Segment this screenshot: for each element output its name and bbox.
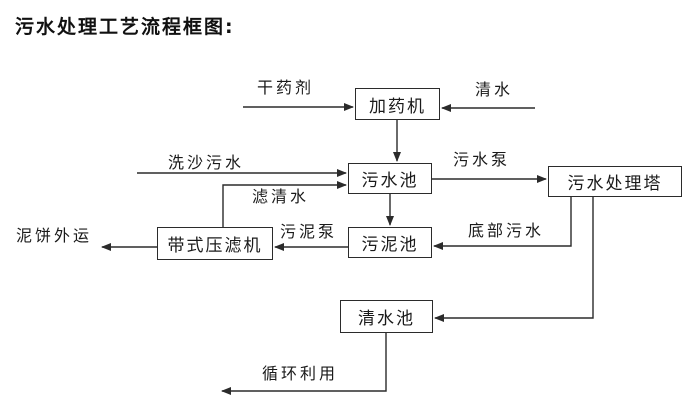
edge-label-sewage-pump: 污水泵 [453,150,511,169]
arrow-filtered-water-to-sewage-pool [222,181,347,227]
edge-label-mud-cake-out: 泥饼外运 [16,226,93,245]
node-sewage-pool: 污水池 [348,163,432,194]
node-clear-water-pool: 清水池 [340,300,433,333]
node-dosing-machine: 加药机 [355,88,440,120]
edge-label-sand-washing-sewage: 洗沙污水 [168,153,245,172]
node-dosing-machine-label: 加药机 [369,96,426,117]
node-belt-filter-press: 带式压滤机 [157,227,273,260]
edge-label-bottom-sewage: 底部污水 [468,221,545,240]
node-clear-water-pool-label: 清水池 [358,309,415,329]
edge-label-sludge-pump: 污泥泵 [280,222,338,241]
arrow-tower-to-clear-water-pool [434,197,594,322]
arrow-bottom-sewage-to-sludge-pool [433,197,572,250]
edge-label-clear-water: 清水 [475,80,514,99]
node-treatment-tower: 污水处理塔 [548,166,682,197]
node-treatment-tower-label: 污水处理塔 [567,174,663,194]
node-sludge-pool: 污泥池 [348,227,432,258]
edge-label-recycle-use: 循环利用 [262,364,339,383]
node-belt-filter-press-label: 带式压滤机 [167,236,263,256]
node-sludge-pool-label: 污泥池 [361,235,419,255]
page-title: 污水处理工艺流程框图: [15,16,235,38]
node-sewage-pool-label: 污水池 [361,171,419,191]
edge-label-filtered-water: 滤清水 [252,187,310,206]
edge-label-dry-agent: 干药剂 [257,78,315,97]
arrow-recycle-out [221,333,387,395]
